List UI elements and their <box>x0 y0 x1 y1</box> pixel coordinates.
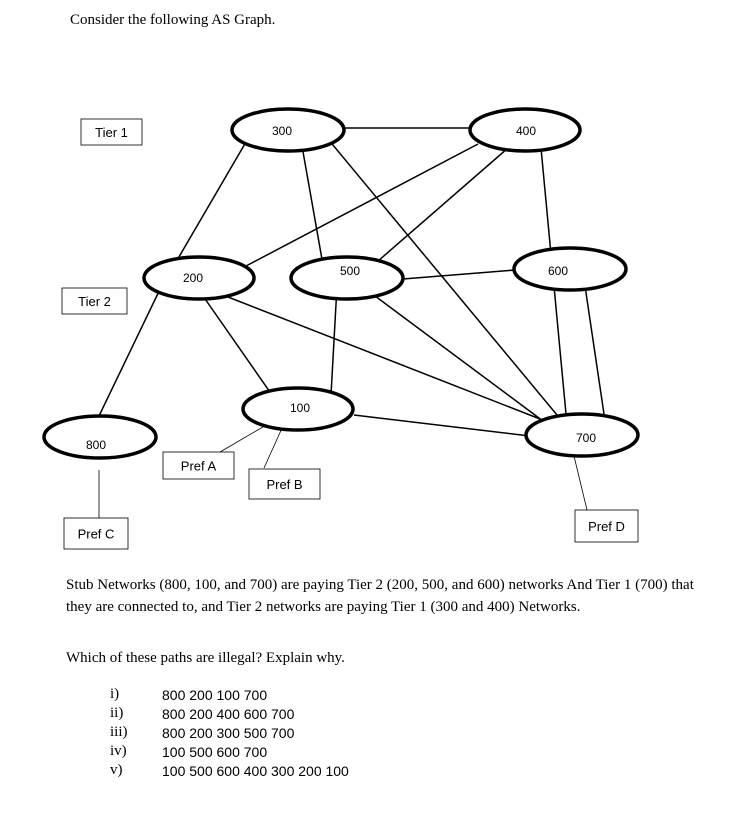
as-node-label-500: 500 <box>340 264 360 278</box>
as-node-label-700: 700 <box>576 431 596 445</box>
as-node-400 <box>468 107 582 153</box>
box-prefA <box>162 451 235 480</box>
box-prefD <box>574 509 639 543</box>
as-node-label-800: 800 <box>86 438 106 452</box>
edge-300-200 <box>175 129 254 263</box>
heading: Consider the following AS Graph. <box>70 12 276 28</box>
edge-400-200 <box>245 143 479 267</box>
edge-200-700 <box>204 287 541 420</box>
question: Which of these paths are illegal? Explai… <box>66 650 345 666</box>
path-text: 800 200 300 500 700 <box>162 725 295 741</box>
path-number: i) <box>110 686 120 702</box>
path-text: 800 200 100 700 <box>162 687 268 703</box>
edge-200-100 <box>202 295 273 396</box>
as-node-200 <box>142 255 256 301</box>
box-label-tier2: Tier 2 <box>78 294 111 309</box>
pref-link-prefA-100 <box>219 423 269 453</box>
path-text: 100 500 600 700 <box>162 744 268 760</box>
box-label-prefA: Pref A <box>181 459 217 474</box>
as-node-800 <box>42 414 158 460</box>
as-node-300 <box>230 107 346 153</box>
pref-link-prefD-700 <box>573 455 588 511</box>
box-label-prefC: Pref C <box>78 527 115 542</box>
box-label-prefD: Pref D <box>588 519 625 534</box>
as-graph-diagram: 300 400 200 500 600 100 800 700 Tier 1 Tier 2 Pref… <box>42 107 640 550</box>
path-number: ii) <box>110 705 124 721</box>
path-text: 800 200 400 600 700 <box>162 706 295 722</box>
edge-400-500 <box>369 147 509 269</box>
edge-300-500 <box>301 145 324 266</box>
as-node-label-400: 400 <box>516 124 536 138</box>
box-label-tier1: Tier 1 <box>95 125 128 140</box>
edge-500-100 <box>330 285 338 396</box>
path-number: v) <box>110 762 123 778</box>
edge-200-800 <box>98 282 164 417</box>
edge-600-700 <box>584 285 605 415</box>
box-tier1 <box>80 118 143 146</box>
as-node-label-300: 300 <box>272 124 292 138</box>
as-node-700 <box>524 412 640 458</box>
as-node-100 <box>241 386 355 432</box>
edge-500-700 <box>362 286 544 422</box>
description: Stub Networks (800, 100, and 700) are pa… <box>66 577 694 615</box>
as-node-label-100: 100 <box>290 401 310 415</box>
edge-500-600 <box>402 269 516 280</box>
box-tier2 <box>61 287 128 315</box>
box-prefC <box>63 517 129 550</box>
pref-link-prefB-100 <box>263 425 284 469</box>
edge-100-700 <box>353 414 531 437</box>
edge-300-700 <box>312 120 563 422</box>
path-number: iii) <box>110 724 128 740</box>
as-node-label-200: 200 <box>183 271 203 285</box>
path-number: iv) <box>110 743 127 759</box>
box-label-prefB: Pref B <box>266 477 302 492</box>
as-node-label-600: 600 <box>548 264 568 278</box>
box-prefB <box>248 468 321 500</box>
path-text: 100 500 600 400 300 200 100 <box>162 763 349 779</box>
as-node-600 <box>512 246 628 292</box>
as-node-500 <box>289 255 405 301</box>
